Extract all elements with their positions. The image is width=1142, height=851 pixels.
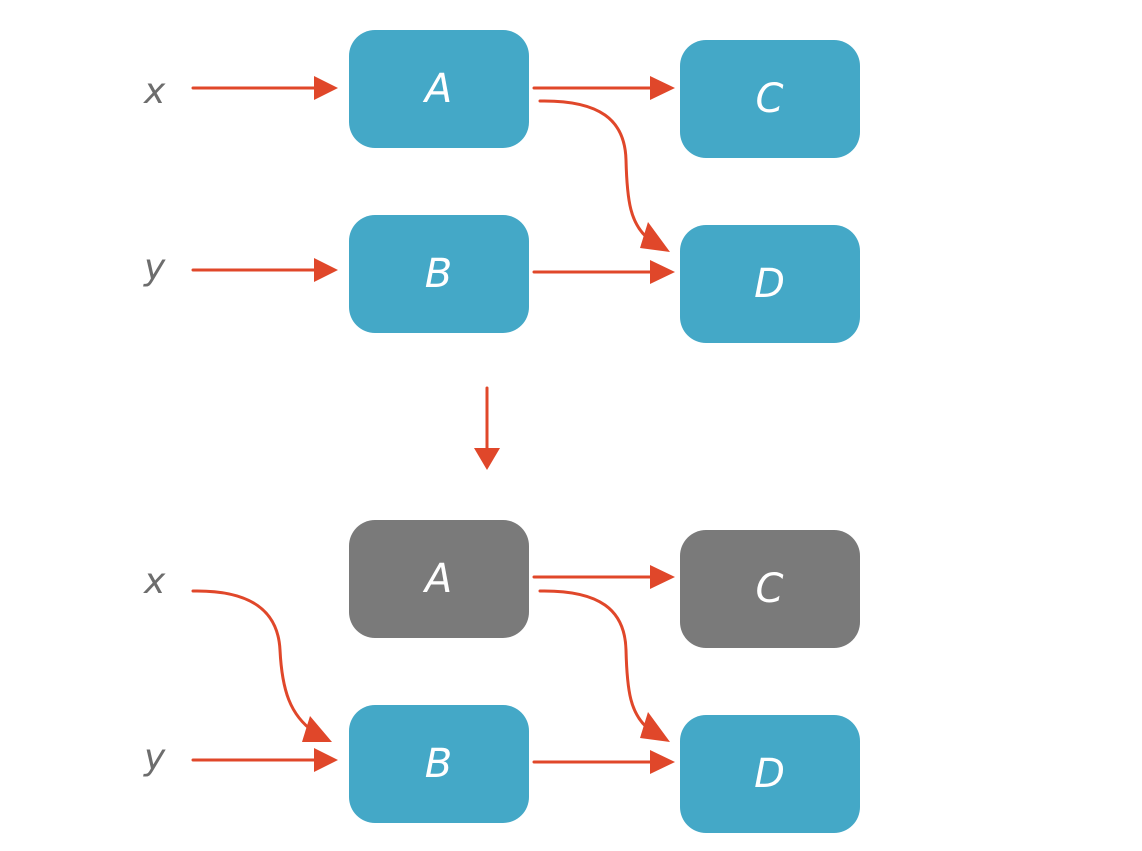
node-a: A [349, 30, 529, 148]
arrowhead-y-to-b-bottom [314, 748, 338, 772]
node-a-label: A [424, 66, 454, 112]
input-y-label: y [144, 737, 166, 778]
node-d-label: D [754, 751, 786, 797]
arrowhead-b-to-d-bottom [650, 750, 675, 774]
arrowhead-a-to-c-bottom [650, 565, 675, 589]
arrowhead-a-to-d-bottom [640, 712, 670, 742]
node-d: D [680, 225, 860, 343]
node-c-disabled: C [680, 530, 860, 648]
edge-x-to-b-bottom [191, 589, 316, 734]
node-d: D [680, 715, 860, 833]
edge-a-to-d-bottom [538, 589, 652, 732]
input-x-label: x [144, 561, 166, 602]
input-x-label: x [144, 71, 166, 112]
arrowhead-a-to-c-top [650, 76, 675, 100]
arrowhead-x-to-a-top [314, 76, 338, 100]
edge-a-to-d-top [538, 99, 652, 242]
node-b: B [349, 705, 529, 823]
node-a-disabled: A [349, 520, 529, 638]
node-b-label: B [424, 251, 454, 297]
arrowhead-x-to-b-bottom [302, 716, 332, 742]
node-c-label: C [755, 76, 785, 122]
node-c: C [680, 40, 860, 158]
node-c-label: C [755, 566, 785, 612]
arrowhead-a-to-d-top [640, 222, 670, 252]
node-a-label: A [424, 556, 454, 602]
arrowhead-y-to-b-top [314, 258, 338, 282]
node-b: B [349, 215, 529, 333]
transition-arrow [474, 386, 500, 470]
arrowhead-b-to-d-top [650, 260, 675, 284]
node-b-label: B [424, 741, 454, 787]
node-d-label: D [754, 261, 786, 307]
input-y-label: y [144, 247, 166, 288]
